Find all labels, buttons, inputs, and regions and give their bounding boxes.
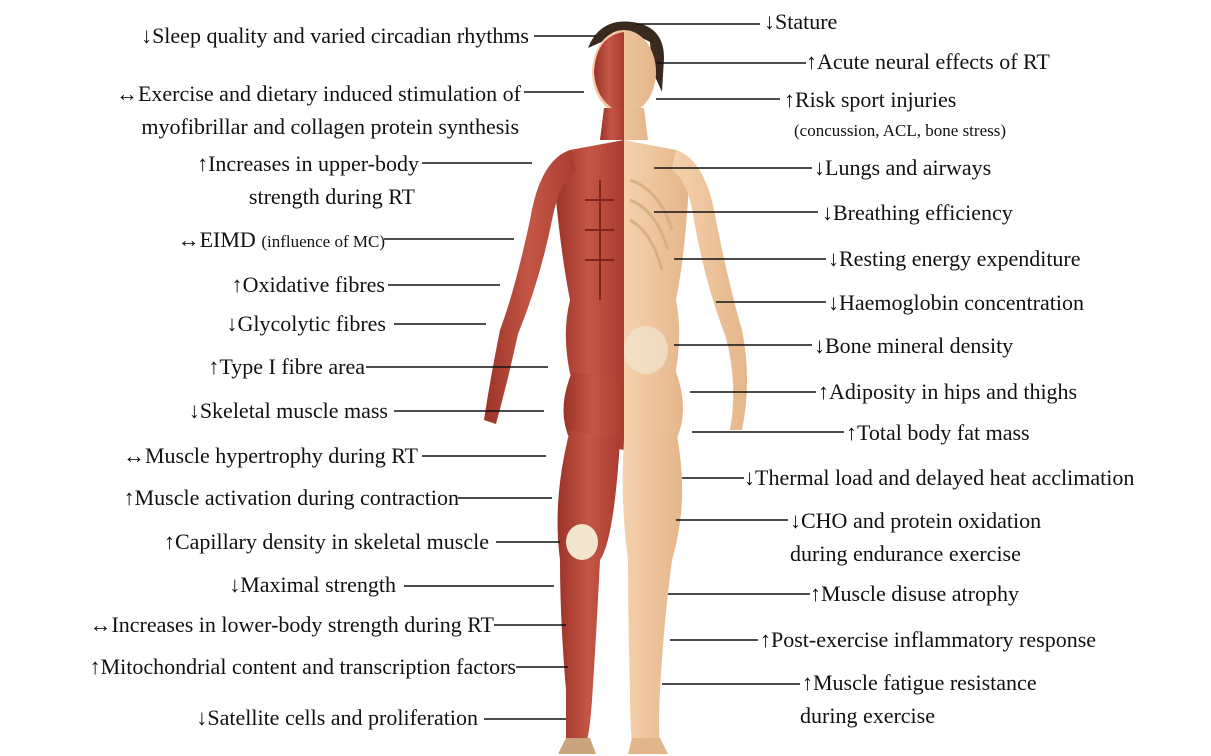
label-muscle-disuse: ↑Muscle disuse atrophy — [810, 581, 1019, 607]
label-stature: ↓Stature — [764, 9, 837, 35]
label-eimd-main: ↔EIMD — [178, 227, 262, 252]
label-type1-fibre-area: ↑Type I fibre area — [208, 354, 365, 380]
label-eimd-note: (influence of MC) — [261, 232, 385, 251]
label-protein-synthesis-line2: myofibrillar and collagen protein synthe… — [141, 114, 519, 140]
label-capillary-density: ↑Capillary density in skeletal muscle — [164, 529, 489, 555]
label-muscle-fatigue-line2: during exercise — [800, 703, 935, 729]
label-post-exercise-inflammatory: ↑Post-exercise inflammatory response — [760, 627, 1096, 653]
label-sleep-quality: ↓Sleep quality and varied circadian rhyt… — [141, 23, 529, 49]
label-adiposity-hips: ↑Adiposity in hips and thighs — [818, 379, 1077, 405]
label-muscle-fatigue-line1: ↑Muscle fatigue resistance — [802, 670, 1037, 696]
label-muscle-activation: ↑Muscle activation during contraction — [124, 485, 459, 511]
label-haemoglobin: ↓Haemoglobin concentration — [828, 290, 1084, 316]
label-oxidative-fibres: ↑Oxidative fibres — [232, 272, 385, 298]
label-resting-energy: ↓Resting energy expenditure — [828, 246, 1081, 272]
label-risk-sport-injuries-detail: (concussion, ACL, bone stress) — [794, 118, 1006, 144]
label-breathing-efficiency: ↓Breathing efficiency — [822, 200, 1013, 226]
label-acute-neural-effects: ↑Acute neural effects of RT — [806, 49, 1050, 75]
label-risk-sport-injuries: ↑Risk sport injuries — [784, 87, 956, 113]
label-muscle-hypertrophy: ↔Muscle hypertrophy during RT — [123, 443, 418, 469]
label-upper-body-strength-line2: strength during RT — [249, 184, 415, 210]
label-total-body-fat: ↑Total body fat mass — [846, 420, 1030, 446]
label-lungs-airways: ↓Lungs and airways — [814, 155, 991, 181]
label-cho-protein-line2: during endurance exercise — [790, 541, 1021, 567]
label-cho-protein-line1: ↓CHO and protein oxidation — [790, 508, 1041, 534]
label-upper-body-strength-line1: ↑Increases in upper-body — [197, 151, 419, 177]
label-lower-body-strength: ↔Increases in lower-body strength during… — [89, 612, 494, 638]
label-satellite-cells: ↓Satellite cells and proliferation — [196, 705, 478, 731]
label-maximal-strength: ↓Maximal strength — [229, 572, 396, 598]
label-protein-synthesis-line1: ↔Exercise and dietary induced stimulatio… — [116, 81, 521, 107]
label-bone-mineral-density: ↓Bone mineral density — [814, 333, 1013, 359]
label-thermal-load: ↓Thermal load and delayed heat acclimati… — [744, 465, 1134, 491]
label-skeletal-muscle-mass: ↓Skeletal muscle mass — [189, 398, 388, 424]
label-mitochondrial-content: ↑Mitochondrial content and transcription… — [90, 654, 516, 680]
label-glycolytic-fibres: ↓Glycolytic fibres — [227, 311, 386, 337]
label-eimd: ↔EIMD (influence of MC) — [178, 227, 385, 255]
